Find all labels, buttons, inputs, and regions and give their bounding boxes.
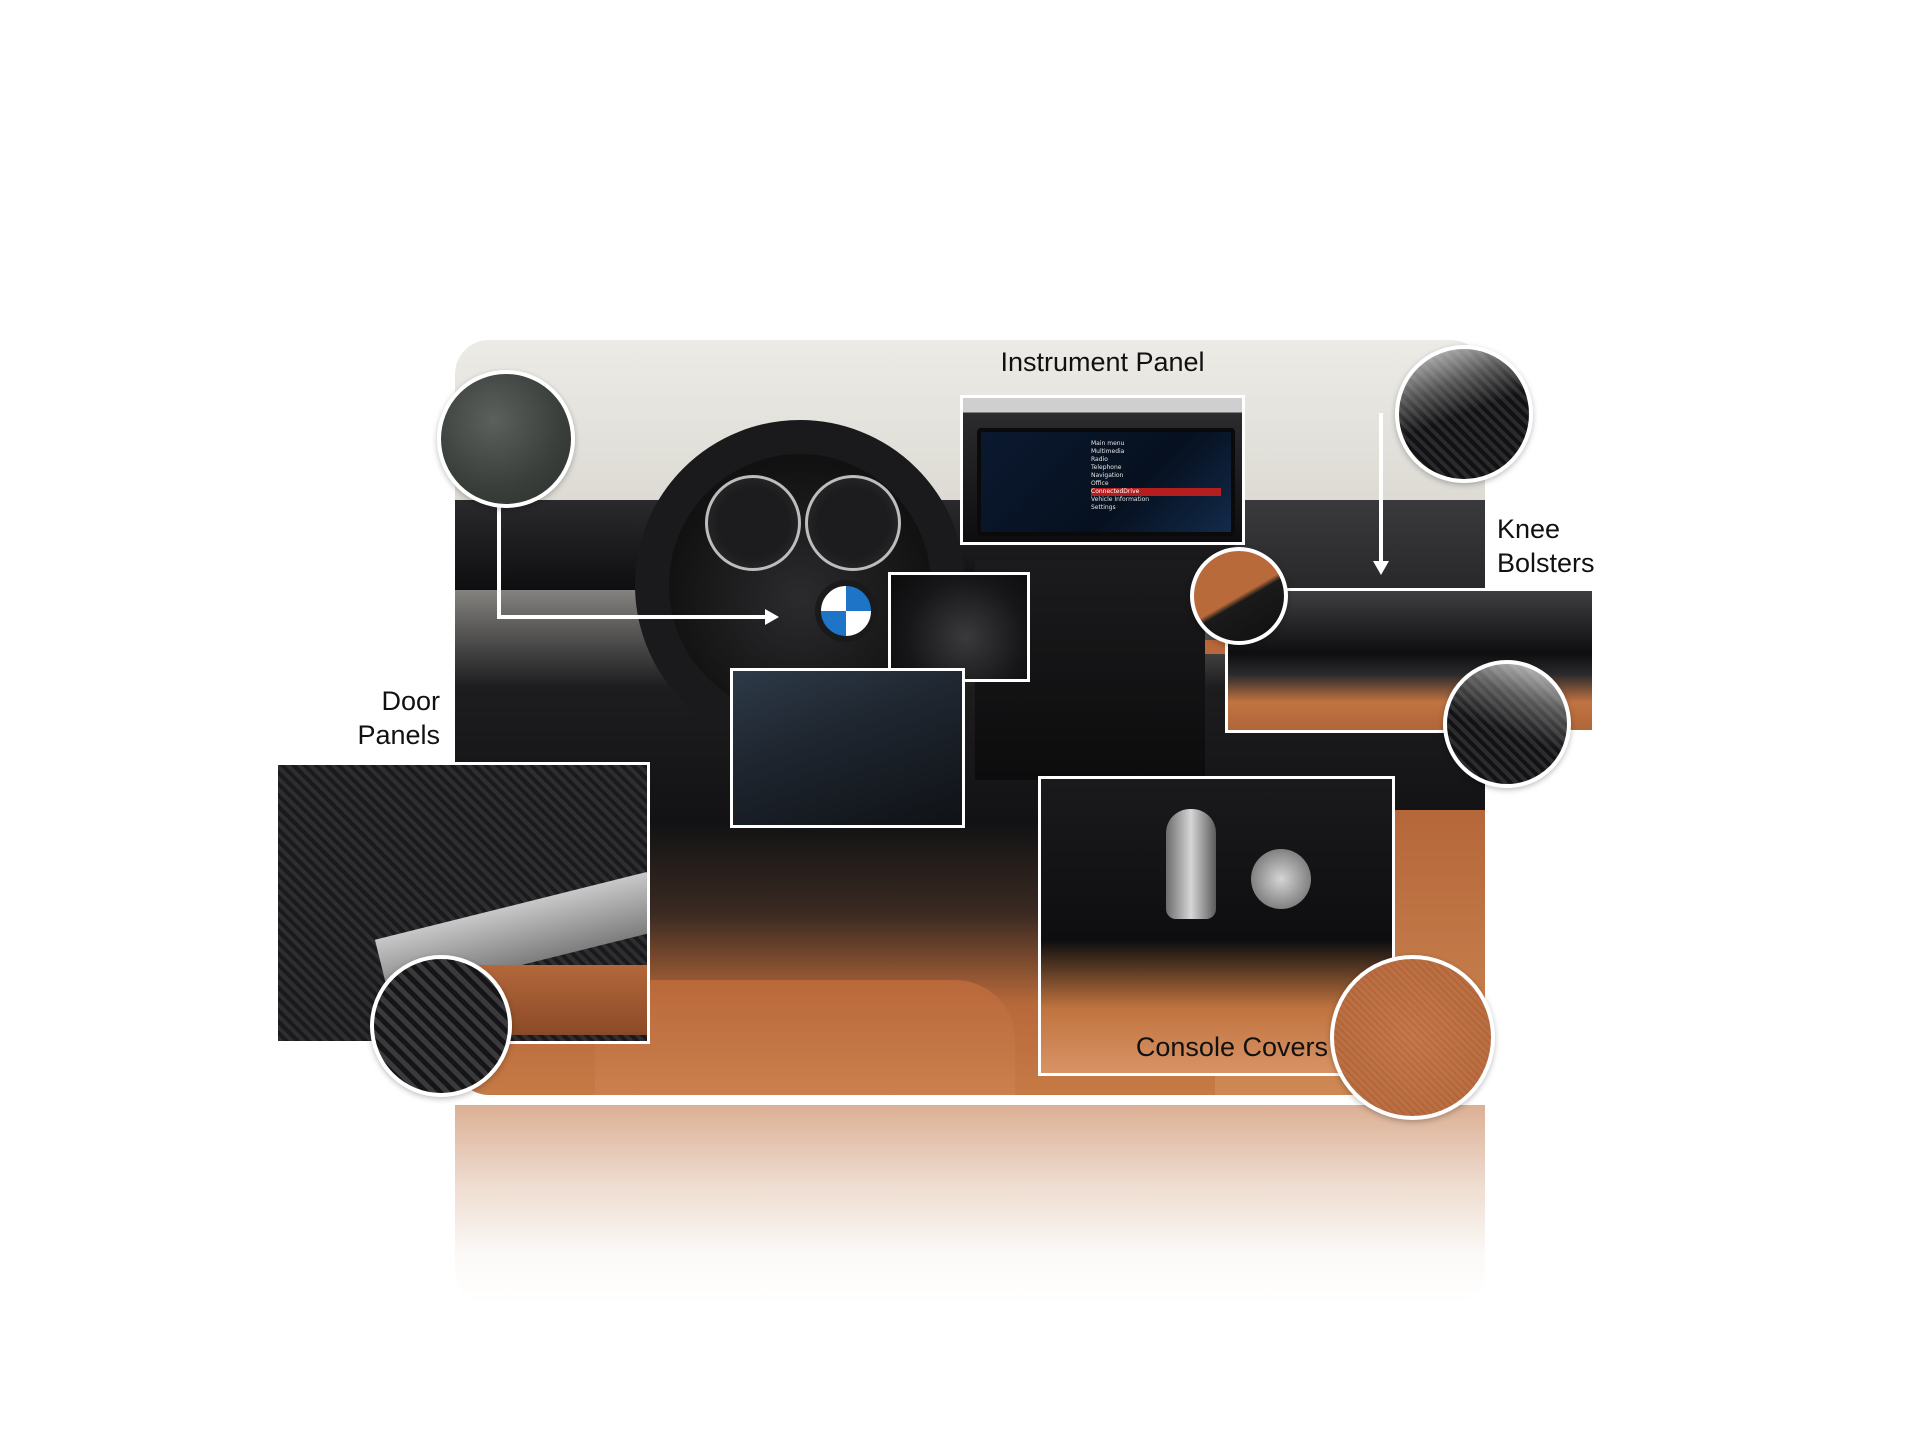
menu-item: Vehicle Information: [1091, 496, 1150, 503]
door-carbon-swatch: [370, 955, 512, 1097]
stitched-leather-swatch: [1190, 547, 1288, 645]
instrument-panel-label: Instrument Panel: [1000, 347, 1205, 377]
menu-item-highlighted: ConnectedDrive: [1091, 488, 1221, 496]
inset-instrument-panel: Main menu Multimedia Radio Telephone Nav…: [960, 395, 1245, 545]
menu-title: Main menu: [1091, 440, 1125, 447]
door-panels-label: Door Panels: [357, 686, 440, 750]
carbon-fiber-swatch: [1395, 345, 1533, 483]
menu-item: Office: [1091, 480, 1109, 487]
knee-arrow-icon: [1373, 561, 1389, 575]
gloss-carbon-swatch: [1443, 660, 1571, 788]
driver-seat: [595, 980, 1015, 1095]
photo-reflection: [455, 1105, 1485, 1305]
inset-console-cover: [1038, 776, 1395, 1076]
inset-steering-wheel-detail: [730, 668, 965, 828]
gear-shifter: [1166, 809, 1216, 919]
menu-item: Telephone: [1091, 464, 1122, 471]
inset-paddle-shifter: [888, 572, 1030, 682]
bmw-logo-icon: [815, 580, 877, 642]
menu-item: Radio: [1091, 456, 1108, 463]
orange-leather-swatch: [1330, 955, 1495, 1120]
infotainment-display: Main menu Multimedia Radio Telephone Nav…: [977, 428, 1235, 536]
connector-line-vertical: [497, 505, 501, 617]
menu-item: Multimedia: [1091, 448, 1125, 455]
menu-item: Navigation: [1091, 472, 1124, 479]
knee-connector-line: [1379, 413, 1383, 563]
speedometer-gauge: [705, 475, 801, 571]
idrive-controller: [1251, 849, 1311, 909]
infotainment-menu: Main menu Multimedia Radio Telephone Nav…: [1091, 440, 1221, 512]
connector-line-horizontal: [497, 615, 767, 619]
tachometer-gauge: [805, 475, 901, 571]
console-covers-label: Console Covers: [1135, 1032, 1328, 1062]
menu-item: Settings: [1091, 504, 1116, 511]
dashboard-texture-swatch: [437, 370, 575, 508]
connector-arrow-icon: [765, 609, 779, 625]
knee-bolsters-label: Knee Bolsters: [1497, 514, 1595, 578]
